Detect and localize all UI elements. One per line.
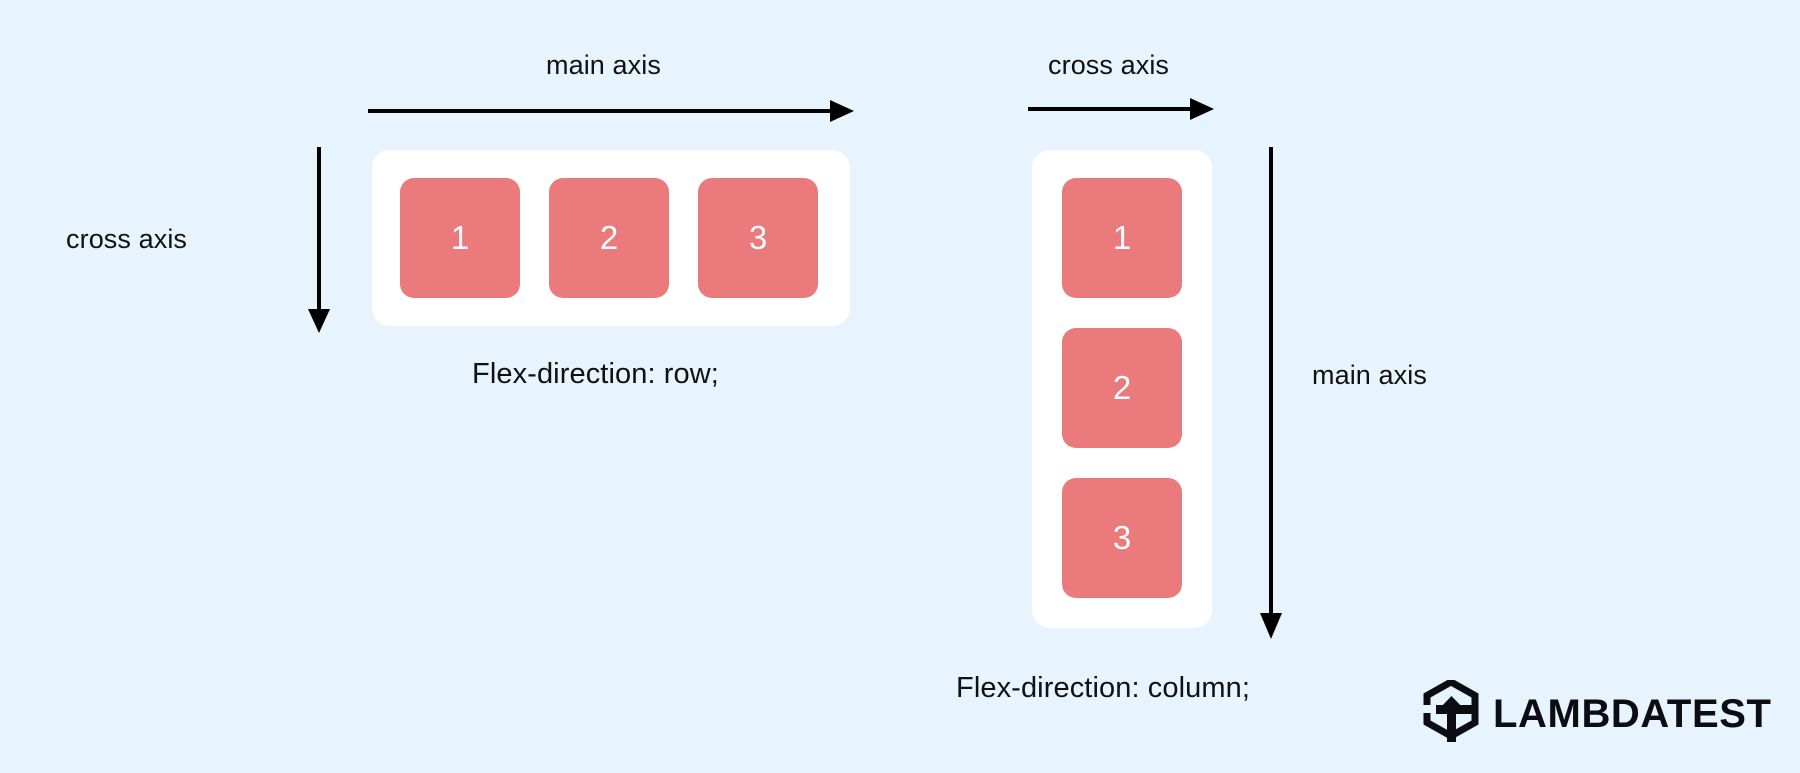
lambdatest-logo: LAMBDATEST (1422, 677, 1772, 747)
column-main-axis-arrow (1258, 147, 1284, 639)
flex-item[interactable]: 1 (400, 178, 520, 298)
lambdatest-hexagon-arrow-icon (1422, 677, 1480, 747)
flex-container-row: 1 2 3 (372, 150, 850, 326)
flex-item[interactable]: 3 (698, 178, 818, 298)
flex-item[interactable]: 2 (549, 178, 669, 298)
flex-item[interactable]: 2 (1062, 328, 1182, 448)
row-cross-axis-arrow (306, 147, 332, 333)
row-cross-axis-label: cross axis (66, 224, 188, 254)
flex-container-column: 1 2 3 (1032, 150, 1212, 628)
flex-item[interactable]: 1 (1062, 178, 1182, 298)
row-caption: Flex-direction: row; (472, 358, 719, 390)
column-main-axis-label: main axis (1312, 360, 1427, 390)
row-main-axis-label: main axis (546, 50, 661, 80)
lambdatest-wordmark: LAMBDATEST (1493, 691, 1772, 736)
column-cross-axis-label: cross axis (1048, 50, 1170, 80)
column-cross-axis-arrow (1028, 96, 1214, 122)
row-main-axis-arrow (368, 98, 854, 124)
flex-item[interactable]: 3 (1062, 478, 1182, 598)
column-caption: Flex-direction: column; (956, 672, 1251, 704)
